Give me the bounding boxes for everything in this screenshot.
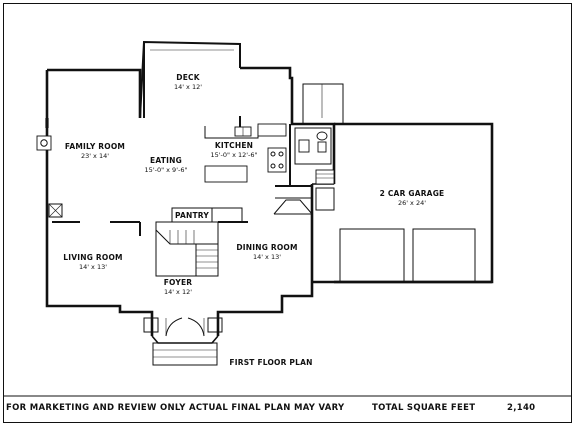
deck-dims: 14' x 12' bbox=[174, 83, 202, 91]
garage-entry bbox=[302, 83, 344, 211]
sheet-border bbox=[3, 3, 572, 423]
deck bbox=[139, 40, 241, 119]
eating-dims: 15'-0" x 9'-6" bbox=[145, 166, 188, 174]
interior-walls bbox=[52, 116, 312, 236]
dining-room-label: DINING ROOM bbox=[236, 243, 297, 252]
pantry-stairs bbox=[155, 207, 243, 277]
family-room-dims: 23' x 14' bbox=[81, 152, 109, 160]
front-entry bbox=[143, 317, 223, 366]
pantry-label: PANTRY bbox=[175, 211, 209, 220]
utility-rooms bbox=[294, 127, 332, 165]
garage-doors bbox=[334, 228, 492, 284]
dining-bay bbox=[273, 199, 313, 215]
disclaimer-text: FOR MARKETING AND REVIEW ONLY ACTUAL FIN… bbox=[6, 403, 345, 413]
total-square-feet-value: 2,140 bbox=[507, 403, 535, 413]
kitchen-dims: 15'-0" x 12'-6" bbox=[210, 151, 257, 159]
foyer-dims: 14' x 12' bbox=[164, 288, 192, 296]
dining-room-dims: 14' x 13' bbox=[253, 253, 281, 261]
foyer-label: FOYER bbox=[164, 278, 193, 287]
kitchen-label: KITCHEN bbox=[215, 141, 253, 150]
living-room-dims: 14' x 13' bbox=[79, 263, 107, 271]
living-room-label: LIVING ROOM bbox=[63, 253, 122, 262]
family-room-label: FAMILY ROOM bbox=[65, 142, 125, 151]
garage-dims: 26' x 24' bbox=[398, 199, 426, 207]
deck-label: DECK bbox=[176, 73, 200, 82]
kitchen-counters bbox=[204, 123, 287, 183]
family-room-details bbox=[36, 118, 63, 218]
garage-label: 2 CAR GARAGE bbox=[380, 189, 445, 198]
plan-title: FIRST FLOOR PLAN bbox=[229, 358, 312, 367]
eating-label: EATING bbox=[150, 156, 182, 165]
total-square-feet-label: TOTAL SQUARE FEET bbox=[372, 403, 475, 413]
